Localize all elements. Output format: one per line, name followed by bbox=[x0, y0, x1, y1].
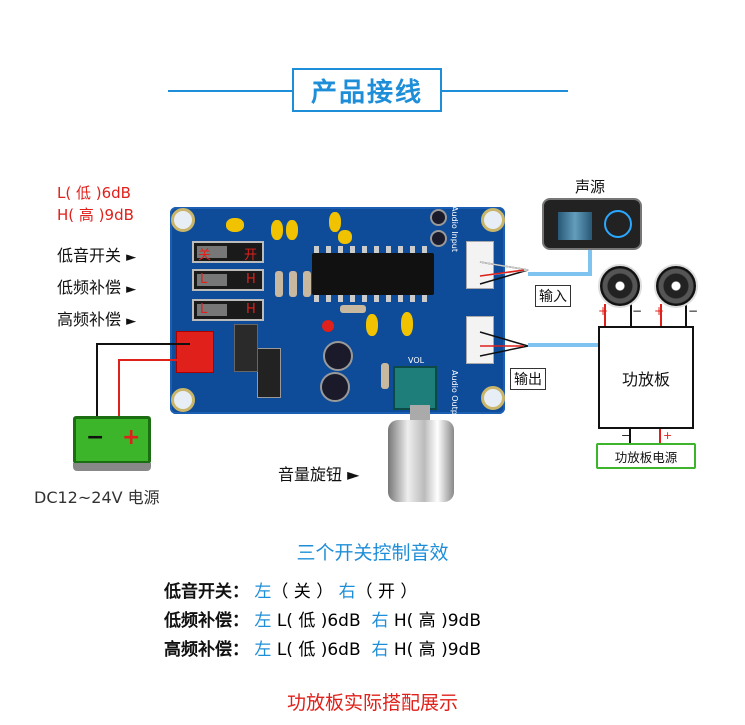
electrolytic-capacitor bbox=[430, 209, 447, 226]
battery-minus: − bbox=[86, 425, 105, 450]
label-low-comp: 低频补偿 ► bbox=[57, 278, 137, 297]
note-low: L( 低 )6dB bbox=[57, 184, 131, 202]
capacitor bbox=[329, 212, 341, 232]
capacitor bbox=[401, 312, 413, 336]
capacitor bbox=[286, 220, 298, 240]
diode-component bbox=[234, 324, 258, 372]
input-wire bbox=[479, 269, 525, 277]
output-wire bbox=[479, 331, 529, 357]
label-high-comp: 高频补偿 ► bbox=[57, 310, 137, 329]
knob-label: 音量旋钮 ► bbox=[278, 465, 360, 484]
mount-hole bbox=[481, 208, 505, 232]
battery-plus: + bbox=[122, 425, 141, 450]
speaker-minus: − bbox=[632, 304, 643, 318]
capacitor bbox=[338, 230, 352, 244]
output-silk: Audio Output bbox=[450, 370, 459, 424]
volume-knob[interactable] bbox=[388, 420, 454, 502]
high-comp-switch[interactable]: L H bbox=[192, 299, 264, 321]
led bbox=[322, 320, 334, 332]
input-wire bbox=[479, 261, 529, 277]
legend-row-high-comp: 高频补偿： 左 L( 低 )6dB 右 H( 高 )9dB bbox=[164, 640, 481, 660]
title-area: 产品接线 bbox=[0, 62, 745, 122]
power-wire-positive bbox=[118, 359, 190, 416]
amplifier-board: 功放板 bbox=[598, 326, 694, 429]
source-link bbox=[528, 250, 592, 276]
mount-hole bbox=[481, 386, 505, 410]
speaker-icon bbox=[654, 264, 698, 308]
mount-hole bbox=[171, 388, 195, 412]
speaker-icon bbox=[598, 264, 642, 308]
amp-minus: − bbox=[621, 429, 631, 442]
subtitle: 三个开关控制音效 bbox=[296, 542, 449, 564]
chip-pins-bottom bbox=[314, 295, 432, 302]
speaker-minus: − bbox=[688, 304, 699, 318]
title-line-right bbox=[442, 90, 568, 92]
electrolytic-capacitor bbox=[320, 372, 350, 402]
chip-pins-top bbox=[314, 246, 432, 253]
power-label: DC12~24V 电源 bbox=[34, 488, 160, 507]
voltage-regulator bbox=[257, 348, 281, 398]
mount-hole bbox=[171, 208, 195, 232]
label-bass-switch: 低音开关 ► bbox=[57, 246, 137, 265]
capacitor bbox=[271, 220, 283, 240]
source-label: 声源 bbox=[575, 178, 606, 196]
speaker-plus: + bbox=[654, 304, 665, 318]
page-title: 产品接线 bbox=[292, 68, 442, 112]
note-high: H( 高 )9dB bbox=[57, 206, 134, 224]
electrolytic-capacitor bbox=[323, 341, 353, 371]
low-comp-switch[interactable]: L H bbox=[192, 269, 264, 291]
battery-icon: − + bbox=[73, 416, 151, 471]
input-silk: Audio Input bbox=[450, 206, 459, 252]
legend-row-low-comp: 低频补偿： 左 L( 低 )6dB 右 H( 高 )9dB bbox=[164, 611, 481, 631]
title-line-left bbox=[168, 90, 292, 92]
vol-silk: VOL bbox=[408, 356, 425, 365]
footer: 功放板实际搭配展示 bbox=[286, 692, 458, 714]
legend-row-bass: 低音开关： 左（ 关 ） 右（ 开 ） bbox=[164, 582, 418, 602]
audio-source-device bbox=[542, 198, 642, 250]
resistor bbox=[340, 305, 366, 313]
speaker-plus: + bbox=[598, 304, 609, 318]
amp-power-label: 功放板电源 bbox=[596, 443, 696, 469]
capacitor bbox=[226, 218, 244, 232]
power-connector bbox=[176, 331, 214, 373]
bass-switch[interactable]: 关 开 bbox=[192, 241, 264, 263]
electrolytic-capacitor bbox=[430, 230, 447, 247]
power-wire-negative bbox=[96, 343, 190, 416]
amp-plus: + bbox=[663, 429, 673, 442]
capacitor bbox=[366, 314, 378, 336]
output-label: 输出 bbox=[510, 368, 546, 390]
ic-chip bbox=[312, 253, 434, 295]
input-label: 输入 bbox=[535, 285, 571, 307]
